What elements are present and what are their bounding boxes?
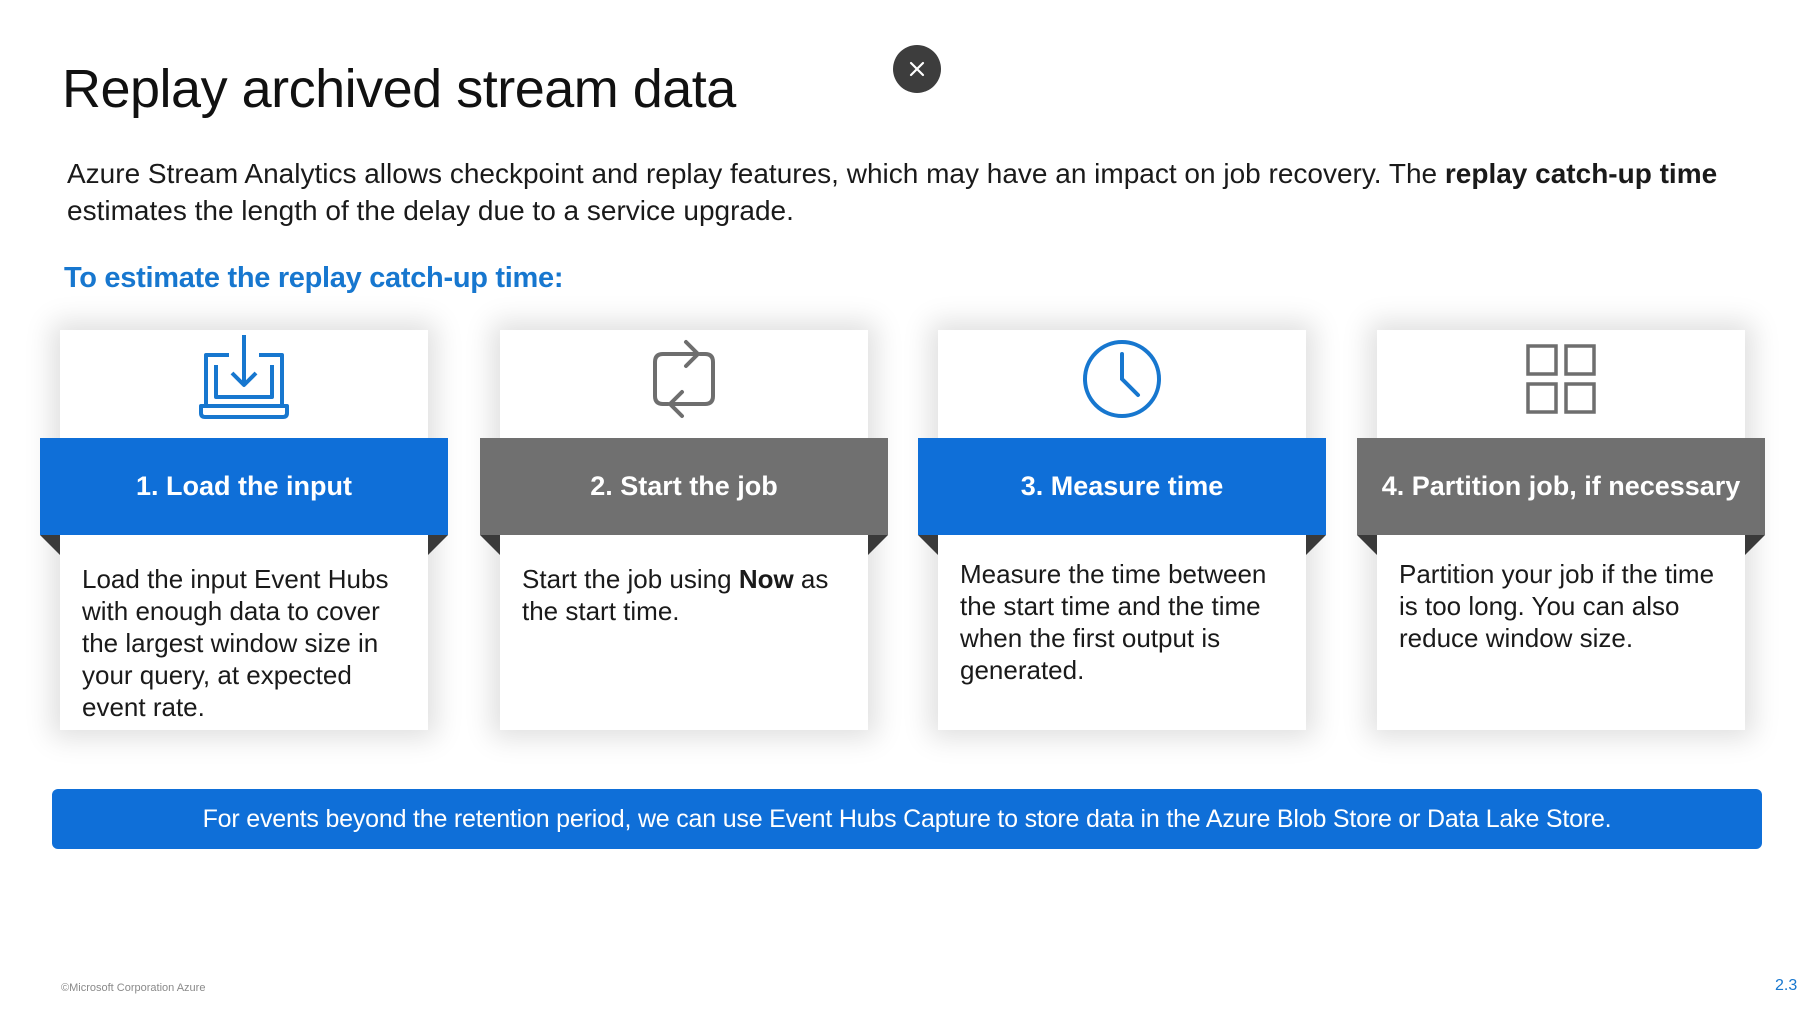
banner-fold-left (918, 535, 938, 555)
copyright-footer: ©Microsoft Corporation Azure (61, 982, 206, 994)
intro-paragraph: Azure Stream Analytics allows checkpoint… (67, 155, 1767, 229)
intro-text-start: Azure Stream Analytics allows checkpoint… (67, 158, 1445, 189)
step-card-start-job: 2. Start the job Start the job using Now… (480, 320, 888, 740)
banner-fold-left (40, 535, 60, 555)
banner-fold-left (480, 535, 500, 555)
step-icon-container (60, 320, 428, 438)
close-button[interactable] (893, 45, 941, 93)
step-icon-container (1377, 320, 1745, 438)
step-card-load-input: 1. Load the input Load the input Event H… (40, 320, 448, 740)
section-subheading: To estimate the replay catch-up time: (64, 262, 564, 294)
page-title: Replay archived stream data (62, 59, 736, 119)
close-icon (909, 61, 925, 77)
step-description-text: Load the input Event Hubs with enough da… (82, 564, 389, 722)
step-banner-title: 2. Start the job (480, 438, 888, 535)
step-icon-container (500, 320, 868, 438)
grid-partition-icon (1526, 344, 1596, 414)
step-card-partition-job: 4. Partition job, if necessary Partition… (1357, 320, 1765, 740)
step-description-bold: Now (738, 564, 794, 594)
intro-bold-term: replay catch-up time (1444, 158, 1718, 189)
banner-fold-right (1745, 535, 1765, 555)
step-description: Start the job using Now as the start tim… (522, 563, 852, 627)
banner-fold-right (428, 535, 448, 555)
step-card-measure-time: 3. Measure time Measure the time between… (918, 320, 1326, 740)
step-description-text: Start the job using (522, 564, 739, 594)
step-description-text: Partition your job if the time is too lo… (1399, 559, 1715, 653)
step-description: Load the input Event Hubs with enough da… (82, 563, 412, 723)
intro-text-end: estimates the length of the delay due to… (67, 195, 794, 226)
step-description-text: Measure the time between the start time … (960, 559, 1267, 685)
step-icon-container (938, 320, 1306, 438)
step-banner-title: 4. Partition job, if necessary (1357, 438, 1765, 535)
step-description: Partition your job if the time is too lo… (1399, 558, 1729, 654)
banner-fold-left (1357, 535, 1377, 555)
step-banner-title: 1. Load the input (40, 438, 448, 535)
step-description-tail: as the start time. (522, 564, 829, 626)
step-description: Measure the time between the start time … (960, 558, 1290, 686)
refresh-cycle-icon (653, 340, 715, 418)
callout-banner: For events beyond the retention period, … (52, 789, 1762, 849)
step-banner-title: 3. Measure time (918, 438, 1326, 535)
page-number: 2.3 (1775, 977, 1798, 994)
banner-fold-right (868, 535, 888, 555)
banner-fold-right (1306, 535, 1326, 555)
download-to-laptop-icon (199, 335, 289, 419)
clock-icon (1083, 340, 1161, 418)
